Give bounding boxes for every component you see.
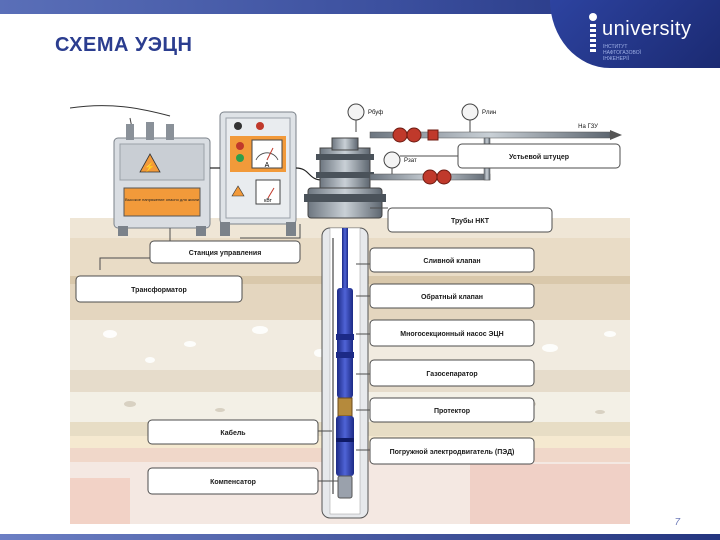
surface-cable (295, 167, 323, 181)
svg-text:Протектор: Протектор (434, 408, 470, 415)
callout-stantsiya: Станция управления (149, 240, 301, 264)
svg-text:Pлин: Pлин (482, 110, 496, 116)
svg-text:Многосекционный насос ЭЦН: Многосекционный насос ЭЦН (400, 330, 503, 338)
svg-text:A: A (265, 162, 270, 169)
university-logo-icon (589, 13, 597, 52)
svg-text:Станция управления: Станция управления (189, 250, 262, 257)
callout-protektor: Протектор (369, 397, 535, 423)
callouts: Станция управления Трансформатор Кабель … (75, 143, 621, 495)
logo-subtitle: ІНСТИТУТ НАФТОГАЗОВОЇ ІНЖЕНЕРІЇ (603, 44, 641, 62)
callout-kabel: Кабель (147, 419, 319, 445)
svg-text:Устьевой штуцер: Устьевой штуцер (509, 153, 569, 161)
svg-text:Газосепаратор: Газосепаратор (426, 371, 477, 378)
svg-text:Pбуф: Pбуф (368, 110, 383, 116)
callout-kompensator: Компенсатор (147, 467, 319, 495)
logo-band (550, 0, 720, 68)
svg-text:Трубы НКТ: Трубы НКТ (451, 217, 490, 225)
esp-diagram: ⚡ Высокое напряжение опасно для жизни A … (70, 103, 630, 524)
svg-text:кВт: кВт (264, 198, 272, 204)
callout-slivnoy: Сливной клапан (369, 247, 535, 273)
top-accent-bar (0, 0, 720, 14)
leader-lines (99, 155, 460, 482)
svg-text:Сливной клапан: Сливной клапан (423, 257, 480, 265)
well (321, 227, 369, 519)
svg-text:Обратный клапан: Обратный клапан (421, 293, 483, 301)
control-station: A кВт (219, 111, 297, 236)
svg-text:Компенсатор: Компенсатор (210, 479, 256, 486)
callout-obratny: Обратный клапан (369, 283, 535, 309)
wellhead (304, 137, 386, 219)
svg-text:На ГЗУ: На ГЗУ (578, 124, 598, 130)
svg-text:Высокое напряжение опасно для: Высокое напряжение опасно для жизни (125, 197, 199, 202)
svg-text:Погружной электродвигатель (ПЭ: Погружной электродвигатель (ПЭД) (390, 448, 515, 456)
callout-nasos: Многосекционный насос ЭЦН (369, 319, 535, 347)
bottom-accent-bar (0, 534, 720, 540)
svg-text:Кабель: Кабель (220, 429, 246, 437)
callout-transformator: Трансформатор (75, 275, 243, 303)
svg-text:Трансформатор: Трансформатор (131, 287, 187, 294)
callout-ustevoy: Устьевой штуцер (457, 143, 621, 169)
svg-text:⚡: ⚡ (144, 161, 155, 173)
transformer: ⚡ Высокое напряжение опасно для жизни (113, 122, 211, 236)
logo-word: university (602, 18, 692, 40)
page-number: 7 (674, 517, 680, 528)
page-title: СХЕМА УЭЦН (55, 34, 193, 56)
power-line (70, 105, 171, 117)
callout-ped: Погружной электродвигатель (ПЭД) (369, 437, 535, 465)
callout-gazosep: Газосепаратор (369, 359, 535, 387)
callout-nkt: Трубы НКТ (387, 207, 553, 233)
svg-text:Pзат: Pзат (404, 158, 417, 164)
